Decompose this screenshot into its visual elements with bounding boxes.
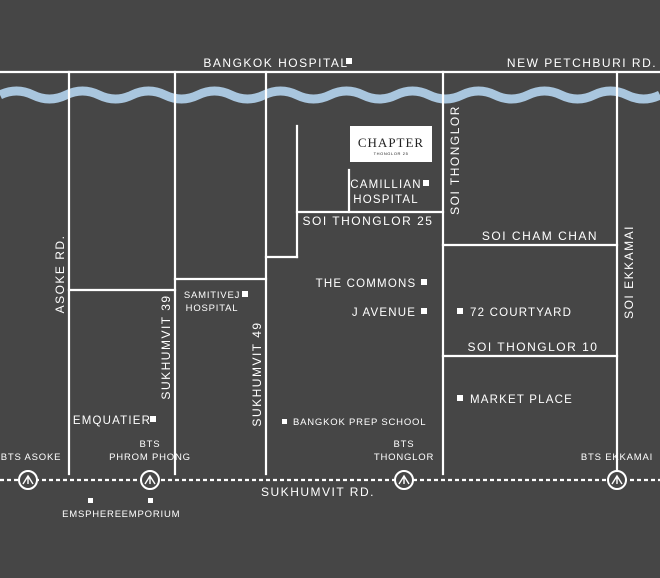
label-j-avenue: J AVENUE	[352, 307, 416, 319]
logo-subtitle: THONGLOR 25	[374, 151, 409, 156]
marker-market-place	[457, 395, 463, 401]
logo-name: CHAPTER	[358, 135, 424, 150]
marker-camillian-hospital	[423, 180, 429, 186]
label-soi-thonglor: SOI THONGLOR	[448, 105, 462, 215]
marker-emquatier	[150, 416, 156, 422]
marker-j-avenue	[421, 308, 427, 314]
label-sukhumvit-39: SUKHUMVIT 39	[159, 294, 173, 399]
marker-the-commons	[421, 279, 427, 285]
label-bangkok-hospital: BANGKOK HOSPITAL	[203, 56, 348, 70]
label-sukhumvit-49: SUKHUMVIT 49	[250, 321, 264, 426]
marker-bangkok-hospital	[346, 58, 352, 64]
label-asoke-rd: ASOKE RD.	[53, 235, 67, 314]
label-bts-ekkamai: BTS EKKAMAI	[581, 452, 653, 463]
label-bangkok-prep-school: BANGKOK PREP SCHOOL	[293, 417, 426, 428]
bts-phrom-phong-icon	[140, 470, 160, 490]
marker-samitivej-hospital	[242, 291, 248, 297]
label-soi-ekkamai: SOI EKKAMAI	[622, 225, 636, 319]
bts-thonglor-icon	[394, 470, 414, 490]
label-bts-thonglor-line-1: BTS	[394, 439, 415, 450]
label-samitivej-line-2: HOSPITAL	[186, 303, 239, 314]
bts-ekkamai-icon	[607, 470, 627, 490]
label-soi-cham-chan: SOI CHAM CHAN	[482, 229, 598, 243]
marker-72-courtyard	[457, 308, 463, 314]
label-bts-thonglor-line-2: THONGLOR	[374, 452, 434, 463]
river	[0, 86, 660, 104]
marker-bangkok-prep-school	[282, 419, 287, 424]
label-72-courtyard: 72 COURTYARD	[470, 307, 572, 319]
label-samitivej-line-1: SAMITIVEJ	[184, 290, 240, 301]
bts-asoke-icon	[18, 470, 38, 490]
label-camillian-hospital-line-2: HOSPITAL	[353, 194, 419, 206]
label-sukhumvit-rd: SUKHUMVIT RD.	[261, 485, 375, 499]
chapter-logo: CHAPTER THONGLOR 25	[350, 126, 432, 162]
label-the-commons: THE COMMONS	[316, 278, 417, 290]
label-camillian-hospital-line-1: CAMILLIAN	[350, 179, 422, 191]
label-new-petchburi: NEW PETCHBURI RD.	[507, 56, 657, 70]
road-network	[0, 70, 660, 476]
label-bts-asoke: BTS ASOKE	[1, 452, 62, 463]
label-market-place: MARKET PLACE	[470, 394, 573, 406]
label-bts-phrom-phong-line-2: PHROM PHONG	[109, 452, 191, 463]
label-emporium: EMPORIUM	[122, 509, 181, 520]
marker-emsphere	[88, 498, 93, 503]
label-emquatier: EMQUATIER	[73, 415, 151, 427]
label-emsphere: EMSPHERE	[62, 509, 122, 520]
label-bts-phrom-phong-line-1: BTS	[140, 439, 161, 450]
marker-emporium	[148, 498, 153, 503]
label-soi-thonglor-25: SOI THONGLOR 25	[303, 214, 434, 228]
label-soi-thonglor-10: SOI THONGLOR 10	[468, 340, 599, 354]
